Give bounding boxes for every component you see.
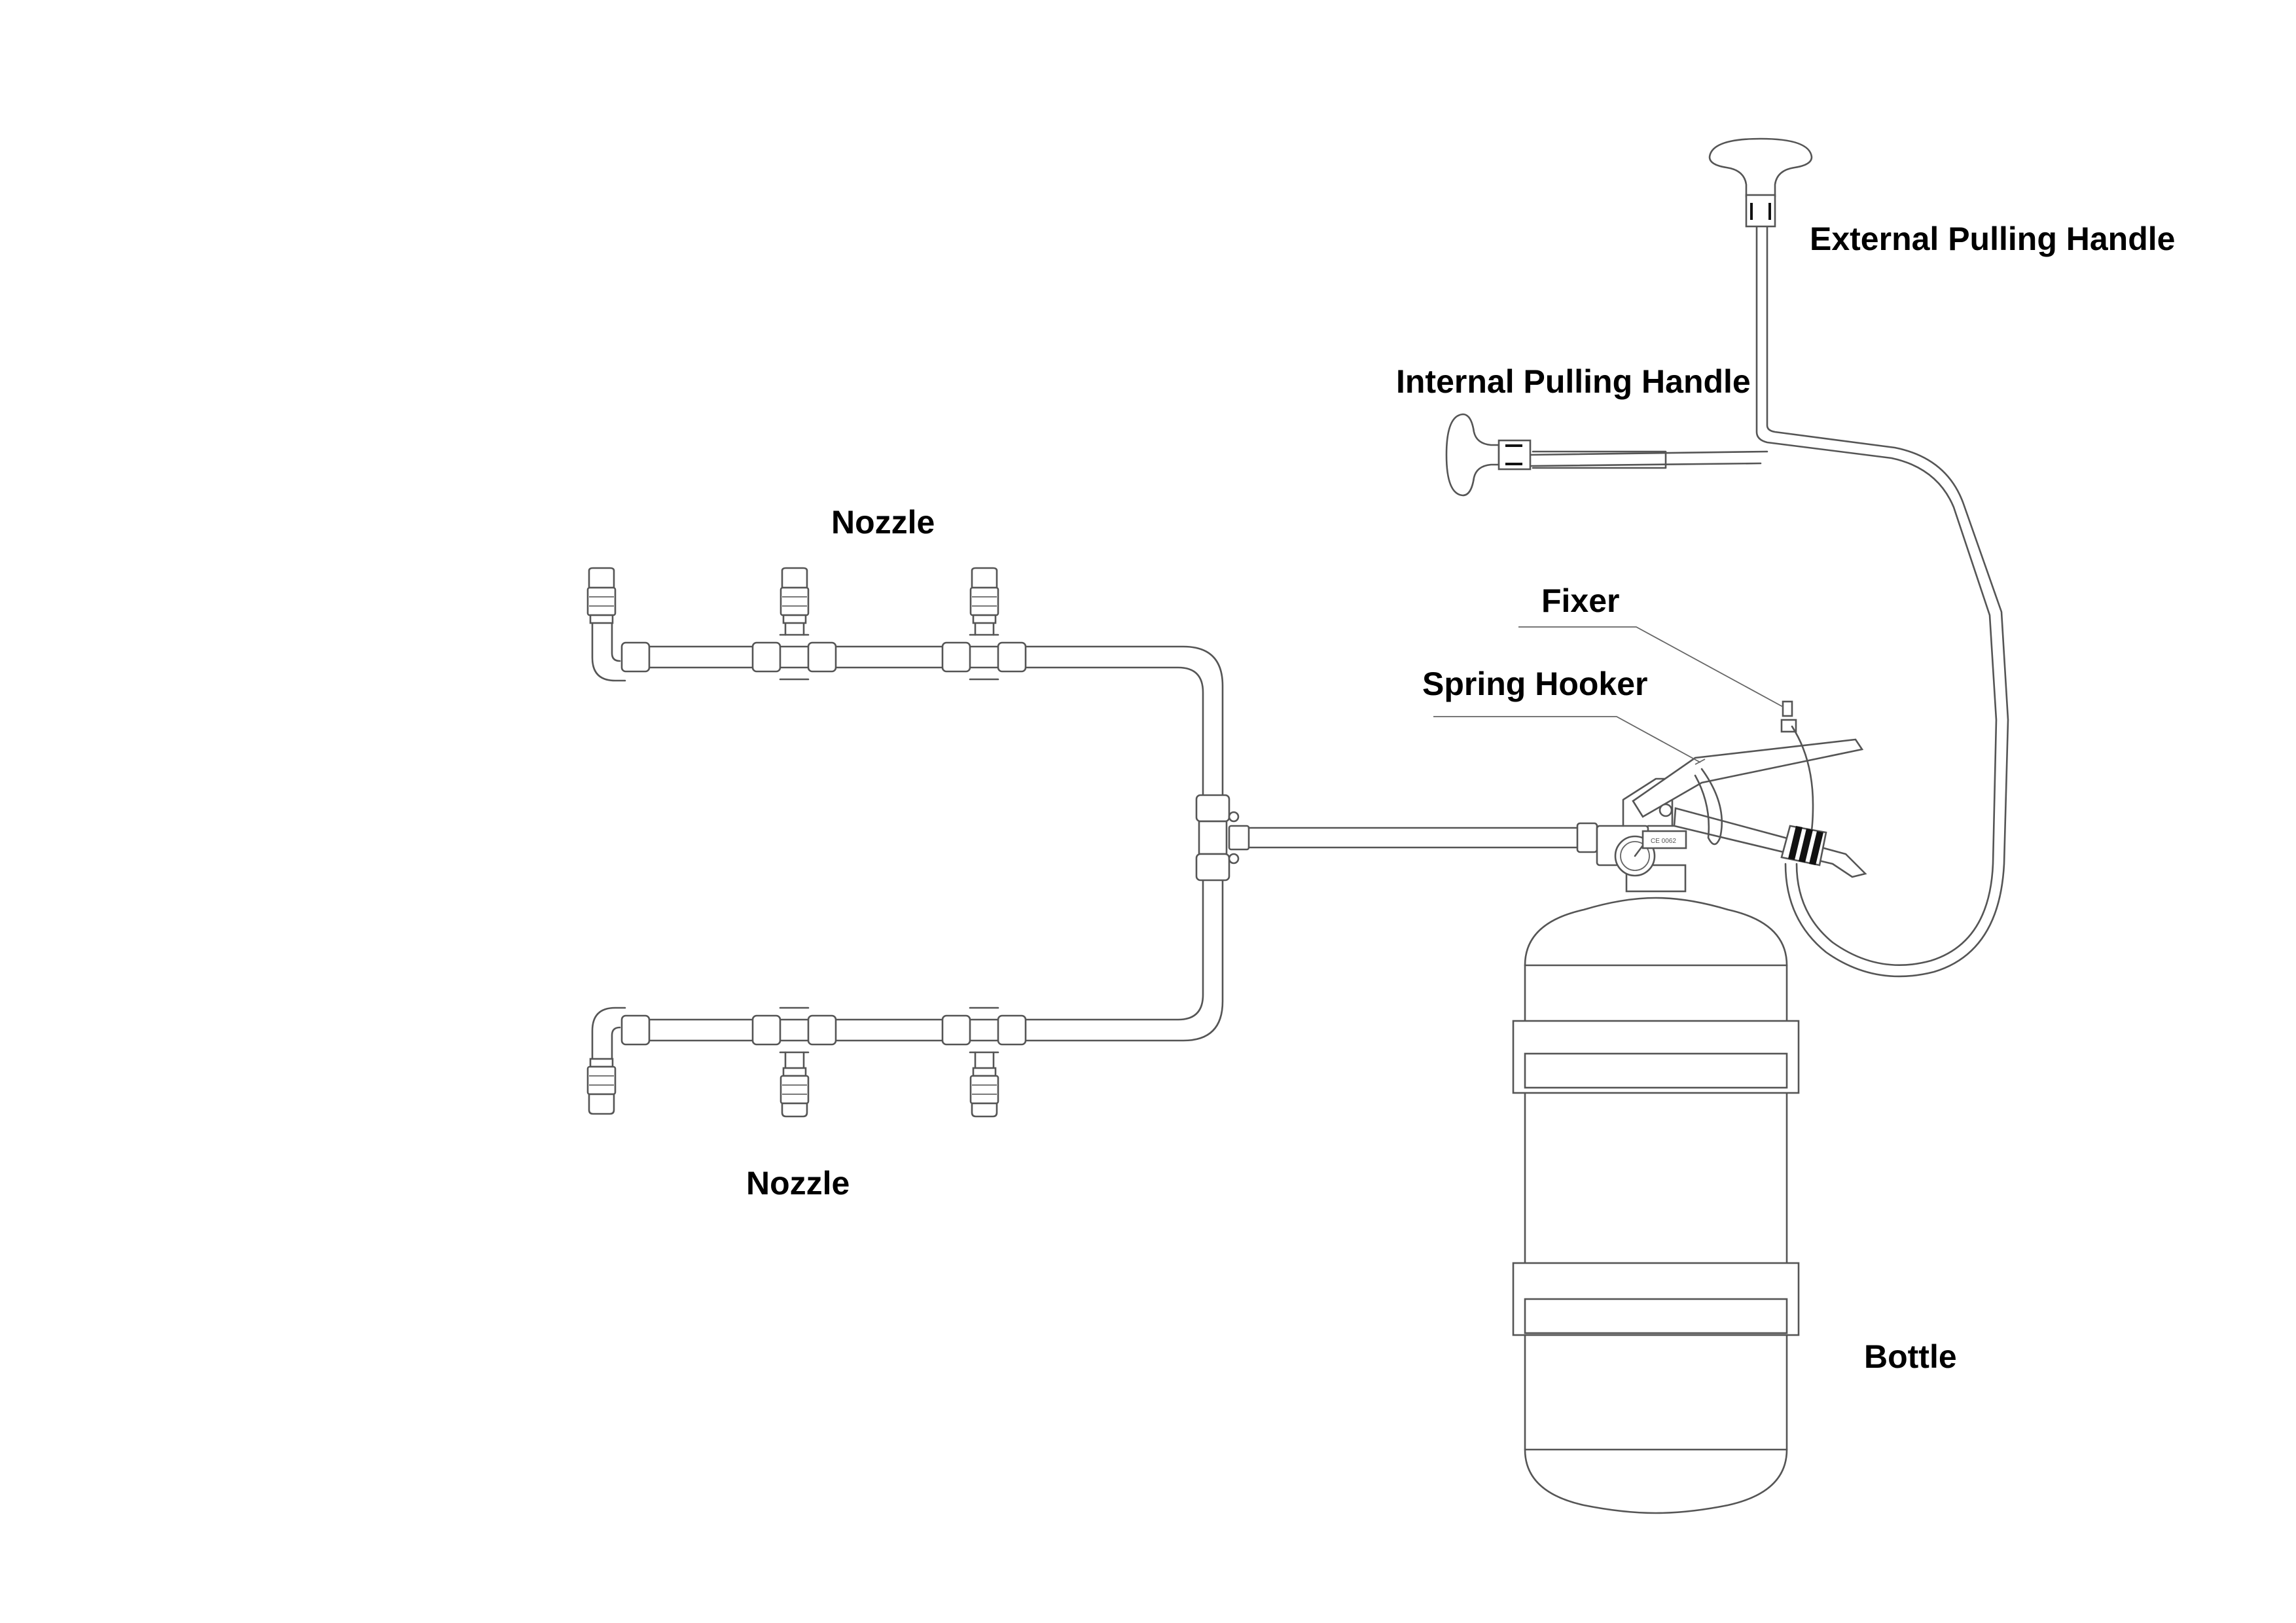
top-nozzle-2	[780, 567, 810, 624]
label-nozzle-top: Nozzle	[831, 504, 935, 541]
actuation-lever	[1632, 738, 1867, 878]
label-spring-hooker: Spring Hooker	[1422, 666, 1647, 702]
label-internal-pulling-handle: Internal Pulling Handle	[1396, 363, 1751, 400]
svg-text:CE 0062: CE 0062	[1651, 838, 1676, 845]
fixer-leader-line	[1518, 626, 1784, 707]
top-nozzle-3	[969, 567, 999, 624]
bottom-nozzle-branch	[591, 879, 1224, 1069]
central-tee-fitting	[1195, 794, 1250, 882]
top-tee-1-left-coupling	[751, 641, 781, 673]
top-nozzle-1	[586, 567, 617, 624]
label-bottle: Bottle	[1864, 1338, 1957, 1375]
label-external-pulling-handle: External Pulling Handle	[1810, 221, 2175, 257]
main-discharge-pipe	[1247, 822, 1598, 853]
pressure-gauge: CE 0062	[1614, 830, 1687, 877]
bottom-nozzle-1	[586, 1058, 617, 1115]
top-nozzle-branch	[591, 617, 1224, 796]
external-pulling-handle-icon	[1708, 137, 1813, 228]
cable-sleeve	[1780, 825, 1827, 866]
top-left-coupling	[620, 641, 651, 673]
leader-lines	[1433, 626, 1784, 763]
label-fixer: Fixer	[1541, 582, 1620, 619]
bottom-left-coupling	[620, 1014, 651, 1046]
internal-pulling-handle-icon	[1445, 413, 1532, 497]
bottle	[1512, 864, 1800, 1514]
top-tee-1-right-coupling	[807, 641, 837, 673]
top-tee-2-left-coupling	[941, 641, 971, 673]
bottom-nozzle-2	[780, 1067, 810, 1118]
label-nozzle-bottom: Nozzle	[746, 1165, 850, 1202]
bottom-nozzle-3	[969, 1067, 999, 1118]
spring-hooker-leader-line	[1433, 716, 1701, 763]
pull-cable	[1530, 211, 2009, 978]
top-tee-2-right-coupling	[997, 641, 1027, 673]
